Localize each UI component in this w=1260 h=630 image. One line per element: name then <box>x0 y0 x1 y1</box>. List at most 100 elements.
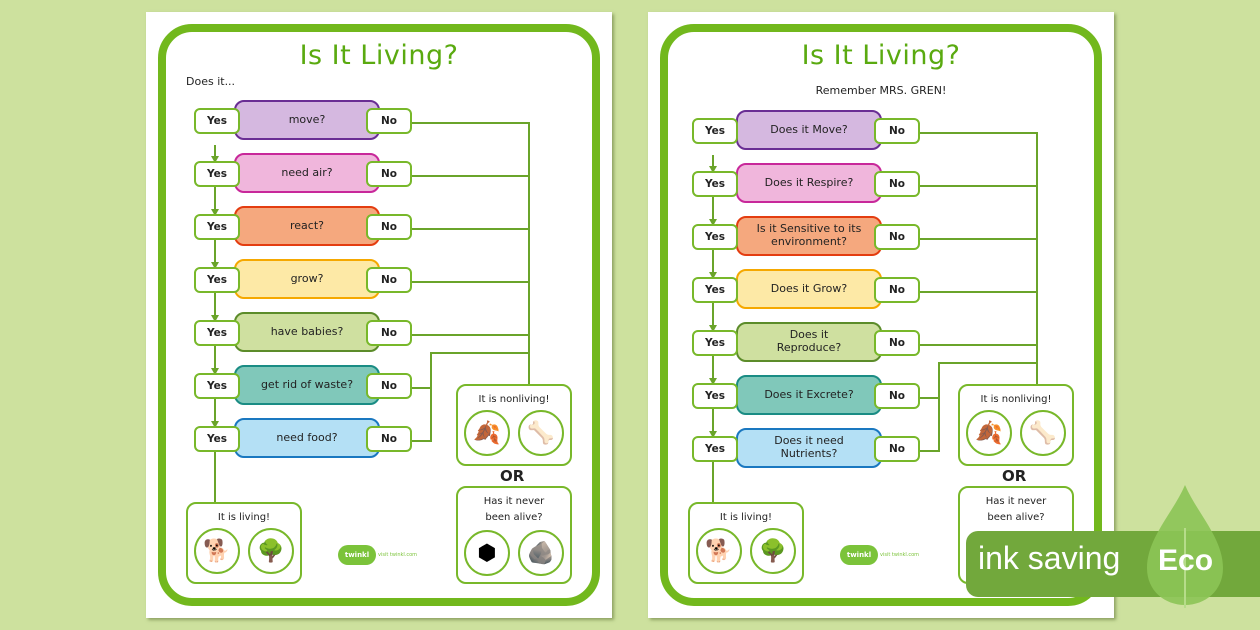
no-label: No <box>874 277 920 303</box>
yes-label: Yes <box>194 267 240 293</box>
no-label: No <box>874 224 920 250</box>
arrow-down-icon <box>211 421 219 428</box>
no-line <box>920 185 1038 187</box>
question-sensitive: Is it Sensitive to its environment? <box>736 216 882 256</box>
sheet-subtitle: Remember MRS. GREN! <box>815 84 947 97</box>
question-react: react? <box>234 206 380 246</box>
question-grow: grow? <box>234 259 380 299</box>
arrow-down-icon <box>709 166 717 173</box>
leaf-icon <box>1147 485 1223 608</box>
no-label: No <box>366 214 412 240</box>
no-line <box>920 291 1038 293</box>
yes-label: Yes <box>692 118 738 144</box>
worksheet-left: Is It Living? Does it... move? Yes No ne… <box>146 12 612 618</box>
yes-label: Yes <box>194 426 240 452</box>
living-label: It is living! <box>217 512 271 523</box>
arrow-down-icon <box>709 431 717 438</box>
never-alive-label: Has it never been alive? <box>985 496 1047 523</box>
question-nutrients: Does it need Nutrients? <box>736 428 882 468</box>
question-move: Does it Move? <box>736 110 882 150</box>
nonliving-box: It is nonliving! 🍂 🦴 <box>958 384 1074 466</box>
no-line <box>920 397 940 399</box>
yes-label: Yes <box>692 383 738 409</box>
yes-label: Yes <box>692 277 738 303</box>
living-box: It is living! 🐕 🌳 <box>688 502 804 584</box>
arrow-down-icon <box>709 272 717 279</box>
no-connector <box>938 362 940 450</box>
sheet-frame <box>660 24 1102 606</box>
no-line <box>938 362 1038 364</box>
no-connector <box>1036 132 1038 394</box>
no-line <box>920 344 1038 346</box>
dog-icon: 🐕 <box>696 528 742 574</box>
tree-icon: 🌳 <box>750 528 796 574</box>
yes-connector <box>214 145 216 468</box>
no-label: No <box>366 161 412 187</box>
question-reproduce: Does it Reproduce? <box>736 322 882 362</box>
tree-icon: 🌳 <box>248 528 294 574</box>
no-line <box>402 334 530 336</box>
yes-label: Yes <box>692 330 738 356</box>
no-label: No <box>874 383 920 409</box>
arrow-down-icon <box>709 378 717 385</box>
no-line <box>920 238 1038 240</box>
yes-connector <box>712 155 714 478</box>
question-get-rid-of-waste: get rid of waste? <box>234 365 380 405</box>
living-connector <box>214 450 216 502</box>
living-connector <box>712 460 714 512</box>
no-label: No <box>874 436 920 462</box>
sheet-subtitle: Does it... <box>186 75 236 88</box>
no-line <box>402 387 432 389</box>
eco-label: Eco <box>1158 544 1214 577</box>
question-respire: Does it Respire? <box>736 163 882 203</box>
yes-label: Yes <box>194 373 240 399</box>
nonliving-label: It is nonliving! <box>478 394 550 405</box>
no-connector <box>528 122 530 384</box>
yes-label: Yes <box>194 214 240 240</box>
no-line <box>402 175 530 177</box>
or-label: OR <box>500 467 525 485</box>
no-label: No <box>366 373 412 399</box>
living-label: It is living! <box>719 512 773 523</box>
no-label: No <box>366 108 412 134</box>
dead-leaf-icon: 🍂 <box>966 410 1012 456</box>
yes-label: Yes <box>692 171 738 197</box>
twinkl-url: visit twinkl.com <box>880 552 920 558</box>
no-line <box>430 352 530 354</box>
arrow-down-icon <box>211 315 219 322</box>
yes-label: Yes <box>692 224 738 250</box>
living-box: It is living! 🐕 🌳 <box>186 502 302 584</box>
or-label: OR <box>1002 467 1027 485</box>
twinkl-logo: twinkl <box>338 545 376 565</box>
arrow-down-icon <box>211 156 219 163</box>
sheet-title: Is It Living? <box>801 40 961 71</box>
ink-saving-label: ink saving <box>978 540 1121 576</box>
nonliving-box: It is nonliving! 🍂 🦴 <box>456 384 572 466</box>
no-connector <box>430 352 432 440</box>
sheet-frame <box>158 24 600 606</box>
no-label: No <box>874 330 920 356</box>
rock-icon: 🪨 <box>518 530 564 576</box>
no-line <box>920 450 940 452</box>
no-label: No <box>366 426 412 452</box>
no-label: No <box>874 171 920 197</box>
no-line <box>402 281 530 283</box>
no-line <box>402 440 432 442</box>
arrow-down-icon <box>211 209 219 216</box>
never-alive-label: Has it never been alive? <box>483 496 545 523</box>
question-move: move? <box>234 100 380 140</box>
yes-label: Yes <box>194 161 240 187</box>
yes-label: Yes <box>692 436 738 462</box>
question-excrete: Does it Excrete? <box>736 375 882 415</box>
question-need-air: need air? <box>234 153 380 193</box>
nonliving-label: It is nonliving! <box>980 394 1052 405</box>
arrow-down-icon <box>211 368 219 375</box>
no-line <box>402 122 530 124</box>
question-grow: Does it Grow? <box>736 269 882 309</box>
dog-icon: 🐕 <box>194 528 240 574</box>
arrow-down-icon <box>709 325 717 332</box>
dead-leaf-icon: 🍂 <box>464 410 510 456</box>
question-need-food: need food? <box>234 418 380 458</box>
sheet-title: Is It Living? <box>299 40 459 71</box>
yes-label: Yes <box>194 320 240 346</box>
